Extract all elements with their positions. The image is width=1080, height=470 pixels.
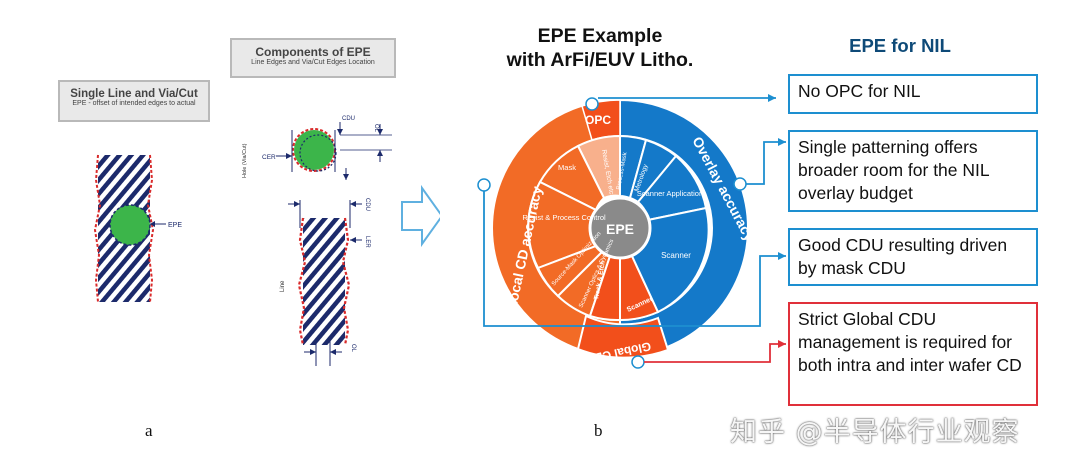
callout-single-patterning: Single patterning offers broader room fo… xyxy=(788,130,1038,212)
caption-a: a xyxy=(145,421,153,440)
epe-example-title-line1: EPE Example xyxy=(537,25,663,47)
hole-circle xyxy=(294,130,334,170)
epe-example-title-line2: with ArFi/EUV Litho. xyxy=(506,49,694,71)
single-line-subtitle: EPE - offset of intended edges to actual xyxy=(72,100,196,107)
connector-lines xyxy=(483,94,786,363)
cdu2-label: CDU xyxy=(364,198,370,211)
cer-label: CER xyxy=(262,154,276,161)
opc-marker xyxy=(585,97,599,111)
scanner-right-label: Scanner xyxy=(661,251,691,260)
line-label: Line xyxy=(280,280,286,292)
opc-label: OPC xyxy=(585,113,611,127)
ol2-label: OL xyxy=(350,344,356,353)
single-line-title: Single Line and Via/Cut xyxy=(70,88,198,100)
ol-label: OL xyxy=(373,124,379,133)
epe-center xyxy=(588,196,652,260)
scanner-application-label: Scanner Application xyxy=(637,189,703,198)
center-label: EPE xyxy=(606,221,634,237)
resist-process-label: Resist & Process Control xyxy=(522,213,606,222)
components-subtitle: Line Edges and Via/Cut Edges Location xyxy=(251,59,375,66)
callout-global-cdu: Strict Global CDU management is required… xyxy=(788,302,1038,406)
line-shape xyxy=(297,217,351,346)
callout-good-cdu: Good CDU resulting driven by mask CDU xyxy=(788,228,1038,286)
arrow-right-icon xyxy=(401,184,440,248)
epe-example-title: EPE Example with ArFi/EUV Litho. xyxy=(470,24,730,72)
via-outline xyxy=(109,204,151,246)
ler-label: LER xyxy=(364,236,370,248)
single-line-title-box: Single Line and Via/Cut EPE - offset of … xyxy=(58,80,210,122)
hole-label: Hole (Via/Cut) xyxy=(242,143,248,178)
caption-b: b xyxy=(594,421,603,440)
via-circle xyxy=(110,205,150,245)
cdu-label: CDU xyxy=(342,116,355,122)
nil-title: EPE for NIL xyxy=(849,35,951,56)
watermark: 知乎 @半导体行业观察 xyxy=(730,417,1020,448)
epe-label: EPE xyxy=(168,222,182,229)
callout-no-opc: No OPC for NIL xyxy=(788,74,1038,114)
epe-wheel: EPE OPC Resist, Etch etc. Mask Resist & … xyxy=(477,97,758,369)
mask-label: Mask xyxy=(558,163,576,172)
components-title: Components of EPE xyxy=(255,45,371,59)
components-title-box: Components of EPE Line Edges and Via/Cut… xyxy=(230,38,396,78)
epe-components-figure: EPE CDU OL CER Hole (Via/Cut) CDU LER Li… xyxy=(93,116,440,366)
